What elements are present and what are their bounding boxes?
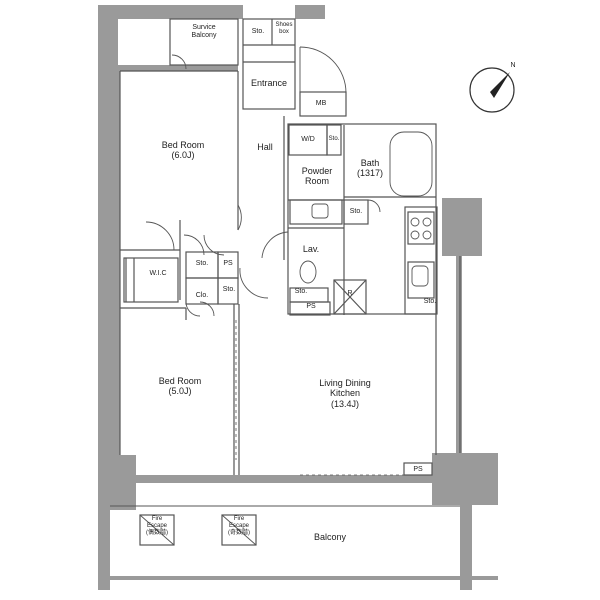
service-balcony-label: Survice Balcony	[172, 24, 236, 40]
wd-label: W/D	[301, 136, 315, 143]
outer-walls	[98, 5, 498, 590]
fire-escape-left-label: Fire Escape (偶数階)	[140, 516, 174, 537]
sto-label-entrance: Sto.	[251, 28, 265, 35]
sto-label-kitchen: Sto.	[423, 298, 437, 305]
clo-label: Clo.	[195, 292, 209, 299]
wic-label: W.I.C	[149, 270, 167, 277]
r-label: R	[347, 290, 353, 297]
powder-room-label: Powder Room	[290, 166, 344, 187]
sliding-door-dashes	[235, 320, 420, 476]
sto-label-closet: Sto.	[195, 260, 209, 267]
ps-label-ldk: PS	[413, 466, 423, 473]
shoes-box-label: Shoes box	[274, 22, 294, 36]
bedroom-2-size: (5.0J)	[168, 386, 192, 397]
ldk-size: (13.4J)	[330, 398, 359, 409]
shoes-box-line2: box	[279, 28, 289, 35]
sto-label-wd: Sto.	[328, 136, 340, 142]
shoes-box-line1: Shoes	[275, 22, 293, 28]
compass-icon	[469, 67, 515, 113]
ldk-label: Living Dining Kitchen (13.4J)	[300, 378, 390, 409]
bedroom-1-name: Bed Room	[161, 140, 205, 150]
fire-escape-right-label: Fire Escape (奇数階)	[222, 516, 256, 537]
fire-escape-right-line2: Escape	[228, 522, 249, 529]
bedroom-2-label: Bed Room (5.0J)	[145, 376, 215, 397]
ps-label-closet: PS	[223, 260, 233, 267]
ldk-name-line1: Living Dining	[319, 378, 371, 388]
entrance-label: Entrance	[250, 78, 288, 88]
hall-label: Hall	[257, 142, 273, 152]
bedroom-1-size: (6.0J)	[171, 150, 195, 161]
bedroom-2-name: Bed Room	[158, 376, 202, 386]
fire-escape-right-line3: (奇数階)	[228, 529, 250, 536]
sto-label-bath: Sto.	[349, 208, 363, 215]
sto-label-lav: Sto.	[294, 288, 308, 295]
bath-label: Bath (1317)	[350, 158, 390, 179]
ps-label-lav: PS	[306, 303, 316, 310]
fire-escape-left-line2: Escape	[146, 522, 167, 529]
balcony-label: Balcony	[313, 532, 347, 542]
powder-room-line2: Room	[304, 176, 329, 187]
bath-size: (1317)	[356, 168, 383, 179]
sto-label-clo: Sto.	[222, 286, 236, 293]
service-balcony-line2: Balcony	[191, 32, 217, 40]
door-swings	[110, 46, 460, 546]
powder-room-line1: Powder	[301, 166, 333, 176]
fire-escape-right-line1: Fire	[233, 516, 245, 522]
service-balcony-line1: Survice	[192, 24, 216, 31]
ldk-name-line2: Kitchen	[329, 388, 361, 399]
lav-label: Lav.	[302, 244, 320, 254]
bath-name: Bath	[360, 158, 380, 168]
bedroom-1-label: Bed Room (6.0J)	[148, 140, 218, 161]
fire-escape-left-line1: Fire	[151, 516, 163, 522]
interior-walls	[119, 18, 461, 546]
compass-north-label: N	[510, 62, 516, 69]
mb-label: MB	[315, 100, 327, 107]
fire-escape-left-line3: (偶数階)	[146, 529, 168, 536]
